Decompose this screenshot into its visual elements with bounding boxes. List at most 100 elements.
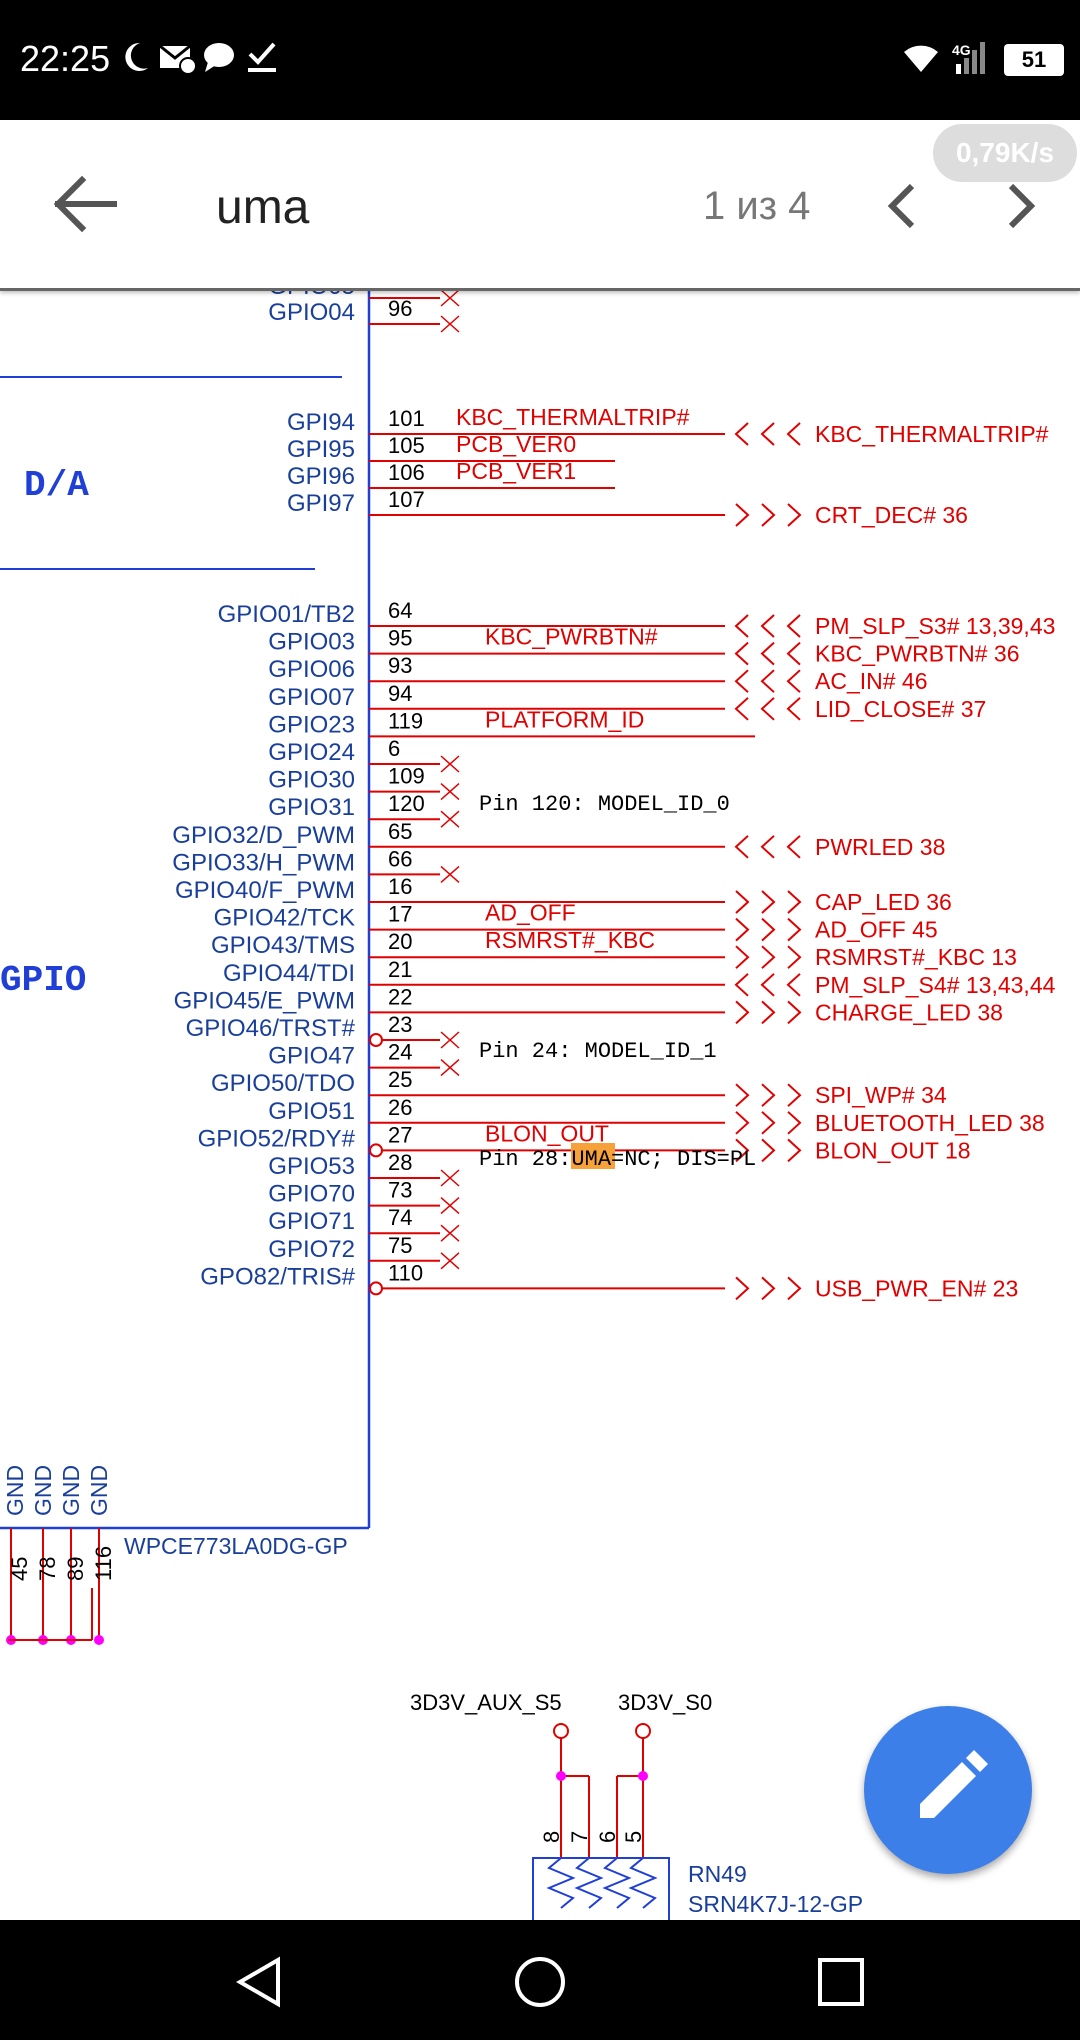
offpage-connector-arrow — [735, 917, 750, 942]
offpage-connector-arrow — [786, 614, 801, 638]
no-connect-mark — [440, 1031, 460, 1049]
net-label: BLON_OUT — [485, 1120, 609, 1146]
offpage-net-label: PM_SLP_S4# 13,43,44 — [815, 972, 1056, 998]
offpage-connector-arrow — [787, 1276, 802, 1301]
pin-number: 65 — [388, 819, 412, 844]
network-speed-badge: 0,79K/s — [933, 124, 1077, 182]
resistor-zigzag — [628, 1857, 658, 1909]
offpage-connector-arrow — [735, 1276, 750, 1301]
offpage-connector-arrow — [760, 697, 775, 721]
offpage-connector-arrow — [761, 1111, 776, 1135]
offpage-connector-arrow — [786, 697, 801, 721]
pin-label: GPIO01/TB2 — [218, 601, 355, 628]
pin-label: GPIO40/F_PWM — [175, 877, 355, 904]
offpage-net-label: CRT_DEC# 36 — [815, 502, 968, 528]
resistor-zigzag — [574, 1857, 604, 1909]
offpage-connector-arrow — [760, 835, 775, 859]
document-view[interactable]: D/AGPIOGPIO05100GPIO0496GPI94101KBC_THER… — [0, 288, 1080, 1920]
pin-note: Pin 24: MODEL_ID_1 — [479, 1039, 717, 1064]
chat-icon — [204, 43, 234, 72]
next-match-chevron-icon[interactable] — [995, 178, 1045, 234]
pin-label: GPIO52/RDY# — [198, 1125, 356, 1152]
pin-number: 21 — [388, 957, 412, 982]
pin-label: GPIO46/TRST# — [186, 1015, 356, 1042]
edit-fab-button[interactable] — [864, 1706, 1032, 1874]
offpage-net-label: SPI_WP# 34 — [815, 1082, 947, 1108]
pin-number: 28 — [388, 1150, 412, 1175]
gnd-pin-label: GND — [30, 1465, 56, 1516]
resistor-pin-number: 6 — [595, 1831, 620, 1843]
pin-label: GPIO04 — [268, 299, 355, 326]
check-icon — [248, 42, 276, 72]
pin-label: GPIO51 — [268, 1098, 355, 1125]
pin-number: 94 — [388, 681, 412, 706]
pin-number: 6 — [388, 736, 400, 761]
previous-match-chevron-icon[interactable] — [878, 178, 928, 234]
search-toolbar: uma 1 из 4 — [0, 120, 1080, 291]
search-match: UMA — [571, 1147, 611, 1172]
pin-number: 16 — [388, 874, 412, 899]
signal-icon — [956, 42, 985, 74]
no-connect-mark — [440, 315, 460, 333]
no-connect-mark — [440, 755, 460, 773]
nav-recents-icon[interactable] — [810, 1954, 870, 2010]
pin-number: 17 — [388, 902, 412, 927]
resistor-pin-number: 7 — [567, 1831, 592, 1843]
resistor-pin-number: 5 — [621, 1831, 646, 1843]
offpage-net-label: CAP_LED 36 — [815, 889, 952, 915]
no-connect-mark — [440, 1197, 460, 1215]
offpage-net-label: BLUETOOTH_LED 38 — [815, 1110, 1045, 1136]
da-section-label: D/A — [24, 465, 89, 506]
offpage-connector-arrow — [787, 1111, 802, 1135]
offpage-connector-arrow — [760, 422, 775, 446]
offpage-connector-arrow — [787, 503, 802, 527]
search-query[interactable]: uma — [216, 181, 310, 234]
network-speed: 0,79K/s — [955, 137, 1055, 168]
pin-number: 64 — [388, 598, 412, 623]
offpage-connector-arrow — [786, 422, 801, 446]
pin-number: 105 — [388, 433, 425, 458]
pin-number: 106 — [388, 460, 425, 485]
back-arrow-icon[interactable] — [50, 172, 120, 236]
net-label: PCB_VER0 — [456, 431, 576, 457]
offpage-connector-arrow — [735, 1000, 750, 1025]
pin-label: GPIO50/TDO — [211, 1070, 355, 1097]
offpage-connector-arrow — [787, 1138, 802, 1163]
junction-dot — [94, 1635, 104, 1645]
resistor-pin-number: 8 — [539, 1831, 564, 1843]
mail-icon — [159, 44, 197, 74]
offpage-connector-arrow — [735, 1138, 750, 1163]
pin-label: GPIO32/D_PWM — [172, 822, 355, 849]
pin-label: GPIO24 — [268, 739, 355, 766]
pin-number: 27 — [388, 1122, 412, 1147]
nav-home-icon[interactable] — [510, 1954, 570, 2010]
power-rail-label: 3D3V_AUX_S5 — [410, 1690, 562, 1715]
offpage-connector-arrow — [786, 669, 801, 693]
pin-number: 93 — [388, 653, 412, 678]
pin-number: 110 — [388, 1260, 423, 1285]
offpage-net-label: PM_SLP_S3# 13,39,43 — [815, 613, 1055, 639]
pin-number: 22 — [388, 984, 412, 1009]
pin-label: GPI94 — [287, 409, 355, 436]
offpage-connector-arrow — [786, 835, 801, 859]
offpage-connector-arrow — [734, 641, 749, 666]
pin-label: GPIO45/E_PWM — [174, 987, 355, 1014]
wifi-icon — [904, 45, 938, 72]
pin-number: 25 — [388, 1067, 412, 1092]
offpage-net-label: RSMRST#_KBC 13 — [815, 944, 1017, 970]
status-bar: 22:25 4G 51 — [0, 0, 1080, 120]
pin-number: 95 — [388, 626, 412, 651]
offpage-connector-arrow — [734, 835, 749, 859]
inversion-bubble — [369, 1143, 383, 1158]
pin-label: GPIO47 — [268, 1043, 355, 1070]
pin-number: 75 — [388, 1233, 412, 1258]
power-rail-label: 3D3V_S0 — [618, 1690, 712, 1715]
pin-number: 20 — [388, 929, 412, 954]
network-type: 4G — [952, 42, 971, 58]
net-label: PCB_VER1 — [456, 458, 576, 484]
status-time: 22:25 — [20, 38, 111, 79]
nav-back-icon[interactable] — [230, 1954, 290, 2010]
offpage-connector-arrow — [735, 945, 750, 969]
pin-label: GPIO03 — [268, 629, 355, 656]
pin-number: 74 — [388, 1205, 412, 1230]
